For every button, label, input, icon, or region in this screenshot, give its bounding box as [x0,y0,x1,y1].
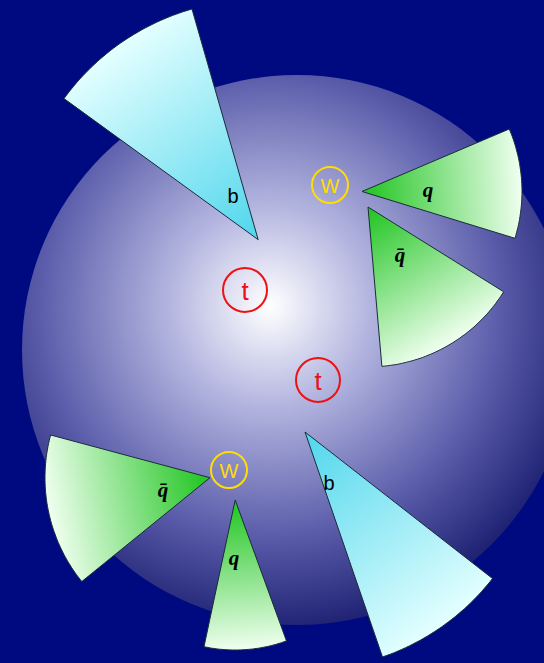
cone-outline [204,500,286,650]
particle-label: q̄ [395,245,406,266]
circle-outline [312,167,348,203]
b-jet-cone: b [62,7,260,242]
b-jet-cone: b [303,430,495,659]
top-quark-circle: t [294,356,342,404]
cone-outline [368,207,504,366]
circle-outline [223,268,267,312]
antiquark-jet-cone: q̄ [43,433,212,584]
particle-label: W [220,461,239,481]
antiquark-jet-cone: q̄ [366,205,506,368]
particle-label: q [423,179,434,200]
particle-label: t [314,368,321,394]
top-quark-circle: t [221,266,269,314]
cone-shape [43,433,212,584]
particle-label: q [229,548,240,569]
circle-outline [296,358,340,402]
w-boson-circle: W [310,165,350,205]
cone-outline [45,435,210,581]
cone-shape [202,498,288,652]
quark-jet-cone: q [202,498,288,652]
particle-label: q̄ [158,479,169,500]
cone-outline [305,432,492,657]
cone-outline [64,9,258,240]
cone-shape [366,205,506,368]
cone-shape [303,430,495,659]
particle-label: b [227,186,238,206]
circle-outline [211,452,247,488]
particle-label: t [241,278,248,304]
particle-label: b [323,473,334,493]
particle-label: W [321,176,340,196]
cone-shape [62,7,260,242]
sphere [22,75,544,625]
w-boson-circle: W [209,450,249,490]
